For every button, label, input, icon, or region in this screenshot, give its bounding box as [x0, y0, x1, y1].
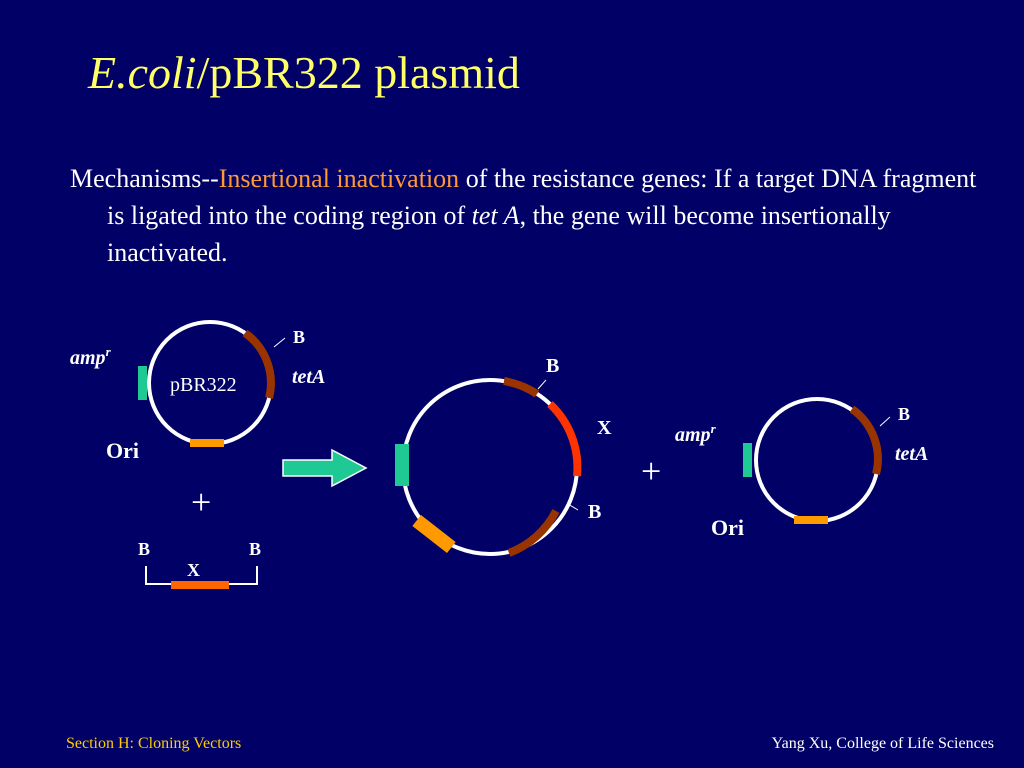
page-title: E.coli/pBR322 plasmid	[88, 50, 520, 96]
recombinant-insert	[547, 401, 582, 477]
recombinant-site-top-label: B	[546, 355, 559, 377]
para-part3: , the gene will become insertionally ina…	[107, 201, 891, 267]
para-highlight: Insertional inactivation	[218, 164, 460, 193]
plus-sign-1: +	[191, 482, 211, 522]
footer-author-label: Yang Xu, College of Life Sciences	[771, 735, 994, 752]
plasmid1-ori-label: Ori	[106, 438, 139, 463]
title-rest: /pBR322 plasmid	[196, 47, 520, 98]
plasmid2-ori	[794, 516, 828, 524]
dna-fragment: B B X	[138, 539, 261, 589]
fragment-right-site: B	[249, 539, 261, 559]
plasmid1-tet-label: tetA	[292, 366, 325, 388]
recombinant-site-top-marker	[537, 379, 547, 390]
fragment-insert	[171, 581, 229, 589]
fragment-insert-label: X	[187, 560, 200, 580]
recombinant-plasmid: B X B	[395, 355, 612, 557]
plasmid2-amp-label: ampr	[675, 421, 717, 446]
plasmid1-amp-gene	[138, 366, 147, 400]
recombinant-tet-3prime	[507, 509, 560, 557]
plasmid1-ori	[190, 439, 224, 447]
plasmid1-tet-gene	[242, 329, 275, 399]
plasmid2-site-label: B	[898, 404, 910, 424]
para-part1: Mechanisms--	[70, 164, 219, 193]
plasmid2-tet-label: tetA	[895, 443, 928, 465]
plasmid1-site-label: B	[293, 327, 305, 347]
title-italic: E.coli	[88, 47, 197, 98]
plasmid1-amp-label: ampr	[70, 344, 112, 369]
plasmid-pbr322: B pBR322 tetA ampr Ori	[70, 320, 325, 463]
mechanism-paragraph: Mechanisms--Insertional inactivation of …	[70, 160, 997, 271]
plasmid1-center-label: pBR322	[170, 374, 237, 396]
recombinant-insert-label: X	[597, 417, 612, 439]
plus-sign-2: +	[641, 451, 661, 491]
right-arrow-icon	[282, 448, 368, 488]
recombinant-tet-5prime	[503, 377, 540, 398]
recombinant-ori	[412, 514, 456, 554]
footer-section-label: Section H: Cloning Vectors	[66, 735, 242, 752]
plasmid-pbr322-copy: B tetA ampr Ori	[675, 397, 928, 540]
recombinant-site-bottom-marker	[567, 503, 579, 511]
plasmid2-site-marker	[879, 416, 891, 427]
plasmid2-tet-gene	[849, 405, 882, 475]
fragment-left-site: B	[138, 539, 150, 559]
para-italic: tet A	[471, 201, 520, 230]
recombinant-amp-gene	[395, 444, 409, 486]
plasmid1-site-marker	[273, 337, 286, 348]
recombinant-site-bottom-label: B	[588, 501, 601, 523]
para-part2: of the resistance genes: If a target DNA…	[107, 164, 977, 230]
plasmid2-amp-gene	[743, 443, 752, 477]
plasmid2-ori-label: Ori	[711, 515, 744, 540]
